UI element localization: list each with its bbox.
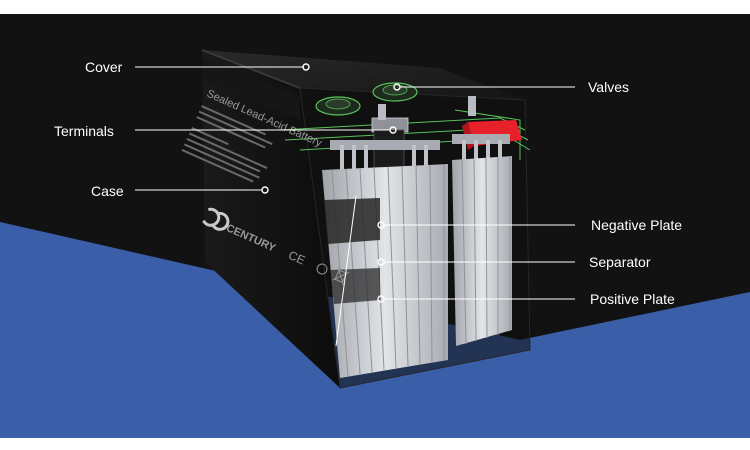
leader-cover-dot: [302, 63, 310, 71]
battery-ce-mark: CE: [286, 248, 307, 268]
brand-logo-icon: [202, 207, 230, 231]
plate-bus-right: [452, 134, 510, 144]
label-case: Case: [91, 183, 124, 199]
leader-case-dot: [261, 186, 269, 194]
valve-left: [315, 96, 361, 116]
plate-tabs: [340, 140, 502, 175]
label-positive-plate: Positive Plate: [590, 291, 675, 307]
plate-stack-right: [452, 156, 512, 346]
label-cover: Cover: [85, 59, 123, 75]
leader-separator-dot: [377, 258, 385, 266]
recycle-icon: [316, 263, 328, 275]
cover-lip: [202, 58, 300, 120]
label-valves: Valves: [588, 79, 629, 95]
leader-negative-plate-dot: [377, 221, 385, 229]
bin-crossed-icon: [332, 267, 350, 286]
leader-terminals-dot: [389, 126, 397, 134]
leader-lines: [135, 63, 575, 347]
leader-positive-plate-dot: [377, 295, 385, 303]
label-terminals: Terminals: [54, 123, 114, 139]
leader-valves-dot: [393, 83, 401, 91]
case-edge-highlight: [335, 195, 357, 347]
cover-edge: [201, 49, 301, 89]
plate-bus-left: [330, 140, 440, 150]
label-negative-plate: Negative Plate: [591, 217, 682, 233]
label-separator: Separator: [589, 254, 651, 270]
